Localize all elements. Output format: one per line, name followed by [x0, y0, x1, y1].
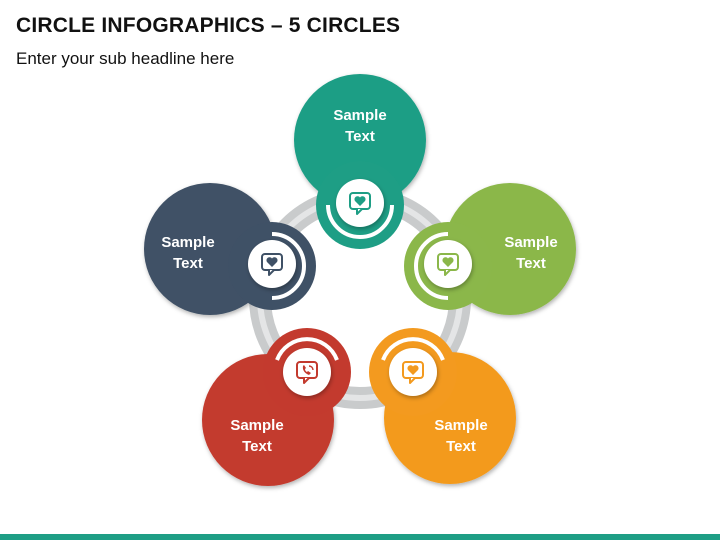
circle-group-teal[interactable]: Sample Text — [294, 74, 426, 249]
circle-group-navy[interactable]: Sample Text — [144, 183, 316, 315]
hub-arc-red — [275, 337, 339, 361]
label-orange-line1: Sample — [434, 417, 487, 434]
circle-group-orange[interactable]: Sample Text — [369, 328, 516, 484]
label-green-line2: Text — [516, 255, 546, 272]
hub-arc-teal — [326, 204, 394, 239]
label-red-line1: Sample — [230, 417, 283, 434]
label-green-line1: Sample — [504, 234, 557, 251]
page-title: CIRCLE INFOGRAPHICS – 5 CIRCLES — [16, 14, 401, 37]
circle-group-red[interactable]: Sample Text — [202, 328, 351, 486]
hub-arc-green — [414, 232, 449, 300]
label-red-line2: Text — [242, 438, 272, 455]
big-circle-teal — [294, 74, 426, 206]
label-teal-line2: Text — [345, 128, 375, 145]
heart-chat-icon — [261, 253, 283, 276]
bottom-accent-bar — [0, 534, 720, 540]
circle-group-green[interactable]: Sample Text — [404, 183, 576, 315]
hub-arc-navy — [271, 232, 306, 300]
heart-chat-icon — [437, 253, 459, 276]
hub-arc-orange — [381, 337, 445, 361]
page-subtitle: Enter your sub headline here — [16, 49, 235, 68]
heart-chat-icon — [402, 361, 424, 384]
label-orange-line2: Text — [446, 438, 476, 455]
label-teal-line1: Sample — [333, 107, 386, 124]
heart-chat-icon — [349, 192, 371, 215]
label-navy-line1: Sample — [161, 234, 214, 251]
phone-chat-icon — [296, 361, 318, 384]
label-navy-line2: Text — [173, 255, 203, 272]
